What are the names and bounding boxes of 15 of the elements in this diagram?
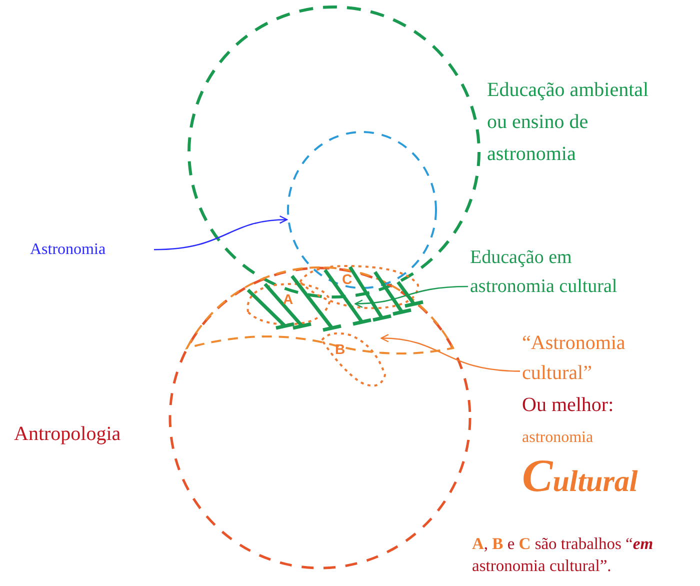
arrow — [380, 334, 520, 372]
emphasis-text: Cultural — [522, 458, 639, 500]
arrow — [354, 286, 468, 308]
region-letter: A — [283, 291, 294, 308]
note-text: A, B e C são trabalhos “em astronomia cultural”. — [472, 533, 654, 577]
arrow — [154, 216, 288, 250]
region-letter: C — [342, 271, 352, 288]
region-letter: B — [335, 341, 346, 358]
label-text: Educação em astronomia cultural — [470, 246, 618, 299]
label-text: “Astronomia cultural” — [522, 331, 626, 386]
note-text: Ou melhor: — [522, 393, 615, 417]
region-label: Educação ambiental ou ensino de astronomia — [487, 78, 650, 167]
region-label: Antropologia — [14, 422, 122, 446]
label-text: Astronomia — [30, 240, 107, 260]
note-text: astronomia — [522, 428, 594, 447]
